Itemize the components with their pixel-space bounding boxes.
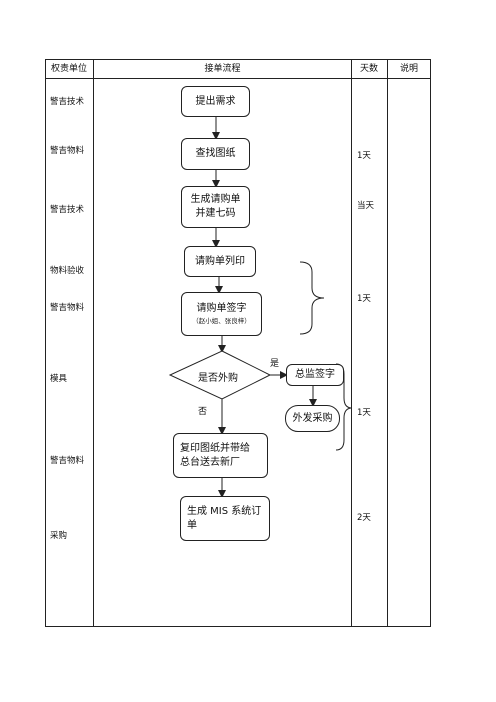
step-director-sign: 总监签字 <box>286 364 344 386</box>
step-text: 总台送去新厂 <box>180 456 240 468</box>
step-text: 查找图纸 <box>195 148 236 159</box>
dept-label: 警吉物料 <box>50 303 85 313</box>
table-border-right <box>430 59 431 627</box>
days-label: 当天 <box>357 201 375 211</box>
step-text: 生成请购单 <box>190 194 241 205</box>
column-divider-days <box>387 59 388 627</box>
dept-label: 警吉物料 <box>50 146 85 156</box>
dept-label: 警吉技术 <box>50 97 85 107</box>
header-dept: 权责单位 <box>50 64 87 74</box>
table-border-top <box>45 59 431 60</box>
column-divider-dept <box>93 59 94 627</box>
decision-yes-label: 是 <box>270 359 280 369</box>
step-print-requisition: 请购单列印 <box>184 246 256 277</box>
header-note: 说明 <box>399 64 418 74</box>
days-label: 2天 <box>357 513 371 523</box>
step-text: 总监签字 <box>295 369 335 380</box>
step-outsource-purchase: 外发采购 <box>285 405 340 432</box>
days-label: 1天 <box>357 408 371 418</box>
step-text: 请购单列印 <box>195 255 245 267</box>
dept-label: 物料验收 <box>50 266 85 276</box>
dept-label: 警吉物料 <box>50 456 85 466</box>
table-border-left <box>45 59 46 627</box>
decision-label: 是否外购 <box>198 373 238 384</box>
days-label: 1天 <box>357 294 371 304</box>
step-text: 复印图纸并带给 <box>180 442 250 454</box>
step-text: 提出需求 <box>195 95 236 107</box>
header-days: 天数 <box>359 64 378 74</box>
step-copy-drawings: 复印图纸并带给 总台送去新厂 <box>173 433 268 478</box>
step-signers: （赵小姐、张良梓） <box>192 317 251 325</box>
step-text: 外发采购 <box>292 412 333 424</box>
step-text: 请购单签字 <box>196 303 247 314</box>
step-text: 生成 MIS 系统订 <box>187 505 262 517</box>
dept-label: 采购 <box>50 531 68 541</box>
column-divider-flow <box>351 59 352 627</box>
step-text: 单 <box>187 519 197 531</box>
step-text: 并建七码 <box>195 208 236 219</box>
step-generate-requisition: 生成请购单 并建七码 <box>181 186 250 228</box>
header-divider <box>45 78 431 79</box>
header-flow: 接单流程 <box>204 64 241 74</box>
dept-label: 模具 <box>50 374 68 384</box>
step-generate-mis-order: 生成 MIS 系统订 单 <box>180 496 270 541</box>
step-sign-requisition: 请购单签字 （赵小姐、张良梓） <box>181 292 262 336</box>
decision-no-label: 否 <box>198 407 208 417</box>
dept-label: 警吉技术 <box>50 205 85 215</box>
table-border-bottom <box>45 626 431 627</box>
decision-diamond <box>168 350 272 400</box>
step-submit-request: 提出需求 <box>181 86 250 117</box>
brace-right-1 <box>299 261 325 335</box>
days-label: 1天 <box>357 151 371 161</box>
step-find-drawing: 查找图纸 <box>181 138 250 170</box>
